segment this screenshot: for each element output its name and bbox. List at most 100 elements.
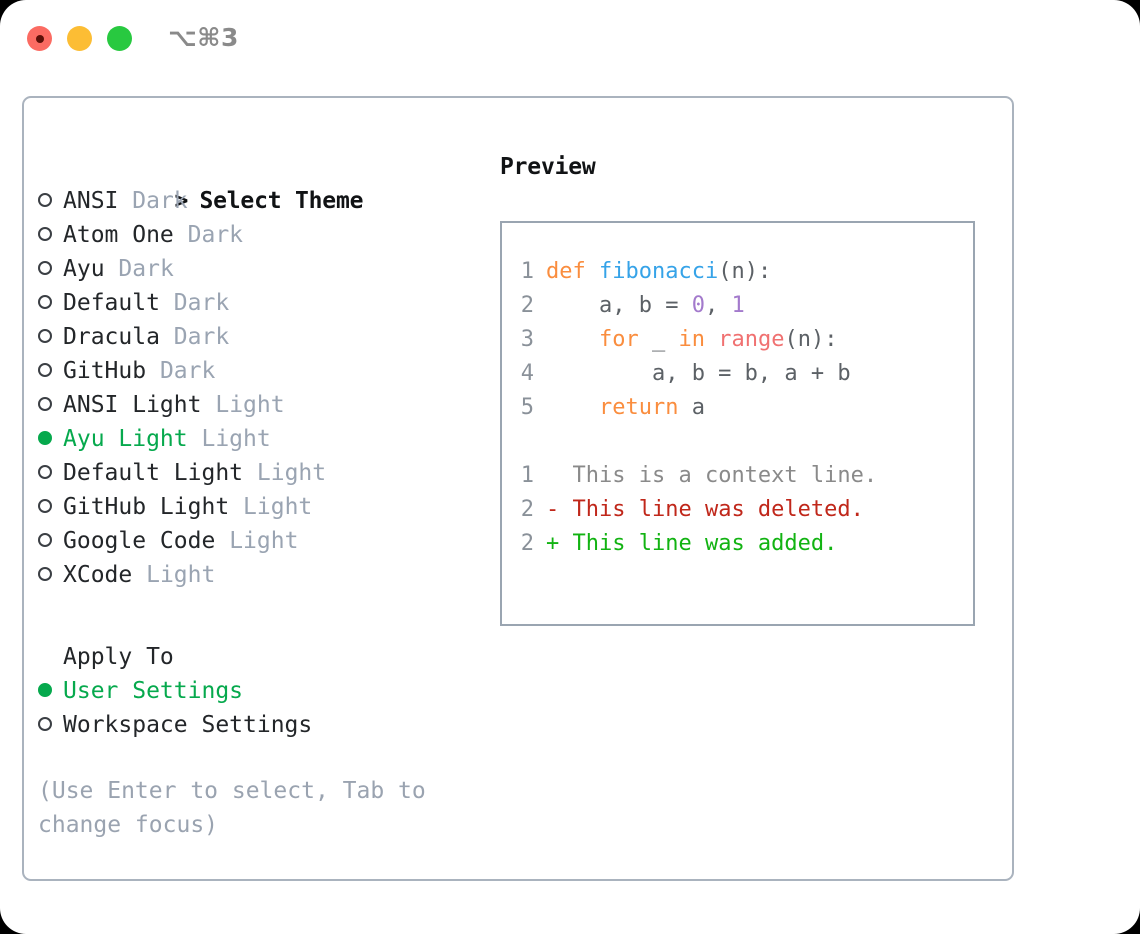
theme-option-name: XCode [63, 562, 133, 588]
radio-dot [38, 363, 52, 377]
radio-dot [38, 465, 52, 479]
line-number: 4 [520, 361, 534, 386]
code-token [586, 259, 599, 284]
diff-sign: + [546, 531, 573, 556]
radio-unselected-icon [38, 388, 63, 422]
radio-dot [38, 227, 52, 241]
theme-option-name: Default Light [63, 460, 244, 486]
code-token: _ [638, 327, 679, 352]
select-theme-heading-label: Select Theme [199, 188, 364, 214]
radio-unselected-icon [38, 320, 63, 354]
radio-dot [38, 193, 52, 207]
radio-dot [38, 567, 52, 581]
code-token [546, 327, 599, 352]
radio-unselected-icon [38, 708, 63, 742]
theme-option-name: ANSI [63, 188, 119, 214]
theme-option-name: Dracula [63, 324, 160, 350]
code-line: 2 a, b = 0, 1 [514, 289, 967, 323]
theme-option-default-light[interactable]: Default Light Light [38, 456, 478, 490]
theme-option-kind: Light [256, 460, 327, 486]
theme-option-kind: Dark [187, 222, 244, 248]
radio-selected-icon [38, 422, 63, 456]
radio-unselected-icon [38, 218, 63, 252]
line-number: 3 [520, 327, 534, 352]
minimize-button[interactable] [67, 26, 92, 51]
theme-option-google-code[interactable]: Google Code Light [38, 524, 478, 558]
radio-unselected-icon [38, 558, 63, 592]
code-token [546, 395, 599, 420]
apply-to-option-user-settings[interactable]: User Settings [38, 674, 478, 708]
line-number: 2 [520, 293, 534, 318]
code-token: return [598, 395, 679, 420]
code-token [705, 327, 718, 352]
code-token: a [678, 395, 705, 420]
keyboard-hint-text: (Use Enter to select, Tab to change focu… [38, 778, 426, 838]
title-bar: ⌥⌘3 [0, 0, 1140, 78]
radio-unselected-icon [38, 354, 63, 388]
radio-dot [38, 499, 52, 513]
code-token: 0 [691, 293, 705, 318]
theme-option-kind: Light [146, 562, 216, 588]
diff-lines: 1 This is a context line. 2- This line wa… [514, 459, 967, 561]
theme-option-xcode[interactable]: XCode Light [38, 558, 478, 592]
diff-line-number: 1 [520, 463, 534, 488]
code-token: , [704, 293, 732, 318]
theme-option-kind: Dark [159, 358, 216, 384]
apply-to-heading: Apply To [63, 644, 174, 670]
theme-option-kind: Light [229, 528, 299, 554]
code-line: 3 for _ in range(n): [514, 323, 967, 357]
theme-option-default[interactable]: Default Dark [38, 286, 478, 320]
diff-line: 1 This is a context line. [514, 459, 967, 493]
theme-option-ansi-light[interactable]: ANSI Light Light [38, 388, 478, 422]
apply-to-option-workspace-settings[interactable]: Workspace Settings [38, 708, 478, 742]
code-token: fibonacci [599, 259, 719, 284]
radio-unselected-icon [38, 524, 63, 558]
radio-dot [38, 329, 52, 343]
theme-option-kind: Light [243, 494, 313, 520]
theme-option-github-light[interactable]: GitHub Light Light [38, 490, 478, 524]
diff-sign [546, 463, 573, 488]
theme-option-name: GitHub Light [63, 494, 230, 520]
spacer [38, 742, 478, 774]
theme-option-kind: Light [201, 426, 271, 452]
apply-to-option-name: Workspace Settings [63, 712, 313, 738]
diff-text: This is a context line. [572, 463, 878, 488]
radio-unselected-icon [38, 456, 63, 490]
theme-option-ayu[interactable]: Ayu Dark [38, 252, 478, 286]
radio-dot [38, 717, 52, 731]
theme-option-ansi[interactable]: ANSI Dark [38, 184, 478, 218]
close-button[interactable] [27, 26, 52, 51]
radio-dot [38, 683, 52, 697]
line-number: 1 [520, 259, 534, 284]
diff-line-number: 2 [520, 497, 534, 522]
code-token: for [598, 327, 639, 352]
theme-option-name: Ayu [63, 256, 105, 282]
theme-option-name: Atom One [63, 222, 174, 248]
theme-option-ayu-light[interactable]: Ayu Light Light [38, 422, 478, 456]
theme-option-github[interactable]: GitHub Dark [38, 354, 478, 388]
diff-sign: - [546, 497, 573, 522]
diff-line: 2 + This line was added. [514, 527, 967, 561]
radio-unselected-icon [38, 490, 63, 524]
diff-line-number: 2 [520, 531, 534, 556]
diff-text: This line was added. [572, 531, 838, 556]
code-blank-line [514, 425, 967, 459]
theme-option-name: GitHub [63, 358, 147, 384]
theme-option-name: Default [63, 290, 160, 316]
theme-option-kind: Dark [173, 290, 230, 316]
maximize-button[interactable] [107, 26, 132, 51]
select-theme-heading: > Select Theme [38, 150, 478, 214]
theme-option-dracula[interactable]: Dracula Dark [38, 320, 478, 354]
radio-unselected-icon [38, 286, 63, 320]
prompt-caret-icon: > [174, 188, 202, 214]
code-token: def [546, 259, 586, 284]
radio-selected-icon [38, 674, 63, 708]
theme-option-atom-one[interactable]: Atom One Dark [38, 218, 478, 252]
window-controls [27, 26, 132, 51]
